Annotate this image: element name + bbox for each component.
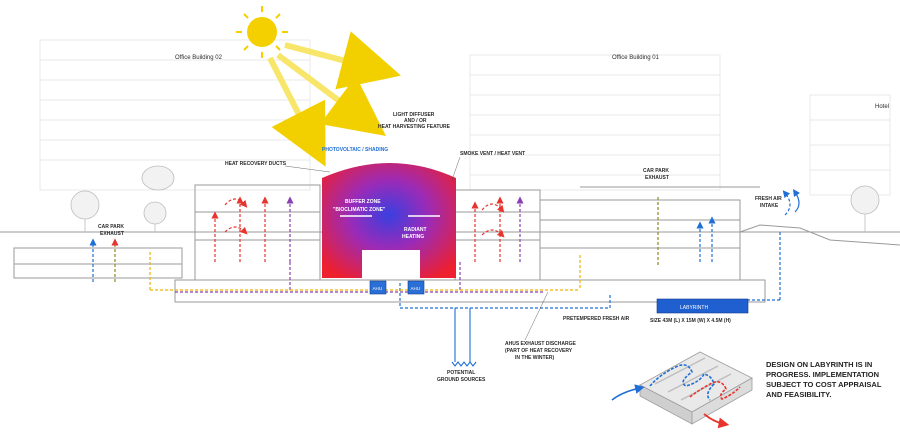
car-park-exhaust-left-label-1: CAR PARK (98, 224, 124, 230)
hotel-label: Hotel (875, 104, 889, 110)
buffer-zone-label-2: "BIOCLIMATIC ZONE" (333, 207, 386, 213)
radiant-heating-label-2: HEATING (402, 234, 424, 240)
light-diffuser-label-1: LIGHT DIFFUSER (393, 112, 435, 118)
fresh-air-intake-arrow (793, 189, 800, 213)
labyrinth-box (656, 298, 749, 314)
ahu-left-label: AHU (373, 286, 383, 291)
ahus-exhaust-leader (524, 291, 549, 341)
heat-recovery-leader (284, 165, 331, 173)
car-park-exhaust-ducts (111, 195, 659, 282)
light-diffuser-label-3: HEAT HARVESTING FEATURE (378, 124, 451, 130)
ahus-exhaust-label-1: AHUS EXHAUST DISCHARGE (505, 341, 577, 347)
sun-icon (236, 6, 288, 58)
buffer-zone-label-1: BUFFER ZONE (345, 199, 381, 205)
smoke-vent-label: SMOKE VENT / HEAT VENT (460, 151, 525, 157)
labyrinth-label: LABYRINTH (680, 305, 708, 311)
background-buildings (39, 39, 891, 196)
photovoltaic-label: PHOTOVOLTAIC / SHADING (322, 147, 388, 153)
pretempered-fresh-air-label: PRETEMPERED FRESH AIR (563, 316, 630, 322)
radiant-heating-label-1: RADIANT (404, 227, 427, 233)
design-note-line-4: AND FEASIBILITY. (766, 390, 831, 399)
ground-sources-label-2: GROUND SOURCES (437, 377, 486, 383)
atrium-bioclimatic-zone (322, 163, 456, 278)
ahu-box-left (369, 280, 387, 295)
office-building-02-label: Office Building 02 (175, 55, 223, 61)
car-park-exhaust-right-label-1: CAR PARK (643, 168, 669, 174)
heat-recovery-ducts-label: HEAT RECOVERY DUCTS (225, 161, 287, 167)
sun-rays (267, 31, 402, 167)
exhaust-ducts (175, 196, 545, 293)
ground-sources-label-1: POTENTIAL (447, 370, 475, 376)
labyrinth-size-label: SIZE 43M (L) X 15M (W) X 4.5M (H) (650, 318, 731, 324)
labyrinth-3d-inset (611, 351, 753, 429)
design-note-line-2: PROGRESS. IMPLEMENTATION (766, 370, 879, 379)
ground-source-loop (451, 308, 477, 367)
ahu-box-right (407, 280, 425, 295)
car-park-exhaust-left-label-2: EXHAUST (100, 231, 124, 237)
light-diffuser-label-2: AND / OR (404, 118, 427, 124)
warm-air-arrows (211, 196, 505, 262)
fresh-air-intake-label-2: INTAKE (760, 203, 779, 209)
tree-icons (70, 165, 880, 232)
ahus-exhaust-label-3: IN THE WINTER) (515, 355, 554, 361)
supply-ducts (149, 252, 581, 291)
design-note-line-1: DESIGN ON LABYRINTH IS IN (766, 360, 872, 369)
fresh-air-intake-label-1: FRESH AIR (755, 196, 782, 202)
design-note-line-3: SUBJECT TO COST APPRAISAL (766, 380, 882, 389)
office-building-01-label: Office Building 01 (612, 55, 660, 61)
ahus-exhaust-label-2: (PART OF HEAT RECOVERY (505, 348, 573, 354)
smoke-vent-leader (451, 156, 461, 181)
ahu-right-label: AHU (411, 286, 421, 291)
car-park-exhaust-right-label-2: EXHAUST (645, 175, 669, 181)
